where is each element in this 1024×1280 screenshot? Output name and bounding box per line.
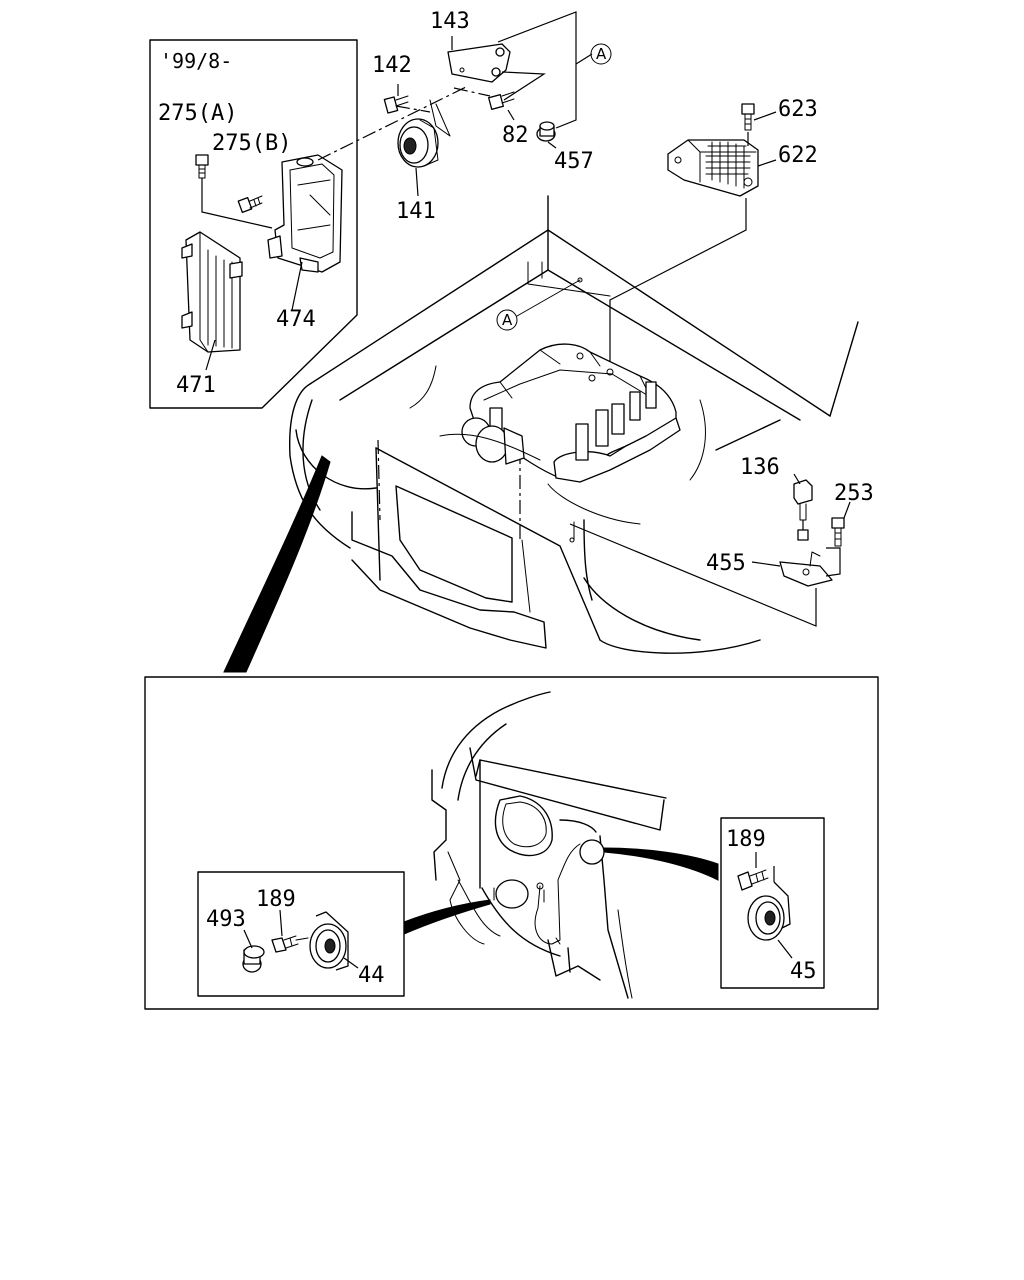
reference-mark-a-top (590, 43, 612, 65)
bolt-189-right-icon (737, 869, 769, 891)
inset-date-note: '99/8- (160, 49, 232, 73)
horn-141-icon (397, 118, 439, 168)
sensor-136-icon (793, 479, 813, 541)
assembly-line (317, 85, 469, 161)
sensor-bracket-455 (779, 551, 833, 587)
ignition-module-622 (667, 139, 759, 197)
callout-622: 622 (778, 143, 818, 168)
callout-455: 455 (706, 551, 746, 576)
pointer-to-left-inset (403, 899, 491, 935)
bolt-142-icon (383, 95, 409, 114)
bolt-253-icon (831, 517, 845, 547)
callout-471: 471 (176, 373, 216, 398)
callout-253: 253 (834, 481, 874, 506)
pointer-to-right-inset (603, 847, 719, 881)
bolt-275a-icon (195, 154, 209, 179)
callout-189-right: 189 (726, 827, 766, 852)
inset-horn-45: 189 45 (720, 817, 825, 989)
bolt-82-icon (488, 91, 515, 110)
ecm-bracket-474 (267, 154, 343, 273)
ecm-module-471 (181, 231, 243, 353)
inset-ecm-bracket: '99/8- (149, 39, 358, 409)
horn-44-icon (295, 911, 349, 971)
lower-detail-frame (144, 676, 879, 1010)
callout-275b: 275(B) (212, 131, 291, 156)
vehicle-engine-bay (288, 195, 859, 654)
callout-143: 143 (430, 9, 470, 34)
detail-pointer (223, 455, 331, 673)
reference-mark-a-top-label: A (596, 45, 607, 63)
callout-142: 142 (372, 53, 412, 78)
callout-623: 623 (778, 97, 818, 122)
reference-mark-a-bottom-label: A (502, 311, 513, 329)
callout-493: 493 (206, 907, 246, 932)
callout-275a: 275(A) (158, 101, 237, 126)
inset-horn-44: 493 189 44 (197, 871, 405, 997)
horn-bracket-143 (429, 43, 511, 137)
horn-45-icon (747, 881, 791, 941)
callout-44: 44 (358, 963, 385, 988)
nut-493-icon (242, 945, 265, 973)
callout-45: 45 (790, 959, 817, 984)
bolt-275b-icon (237, 195, 263, 213)
callout-82: 82 (502, 123, 529, 148)
bolt-623-icon (741, 103, 755, 131)
callout-141: 141 (396, 199, 436, 224)
nut-457-icon (536, 121, 556, 142)
callout-457: 457 (554, 149, 594, 174)
callout-136: 136 (740, 455, 780, 480)
callout-474: 474 (276, 307, 316, 332)
callout-189-left: 189 (256, 887, 296, 912)
bolt-189-left-icon (271, 935, 299, 953)
reference-mark-a-bottom (496, 309, 518, 331)
